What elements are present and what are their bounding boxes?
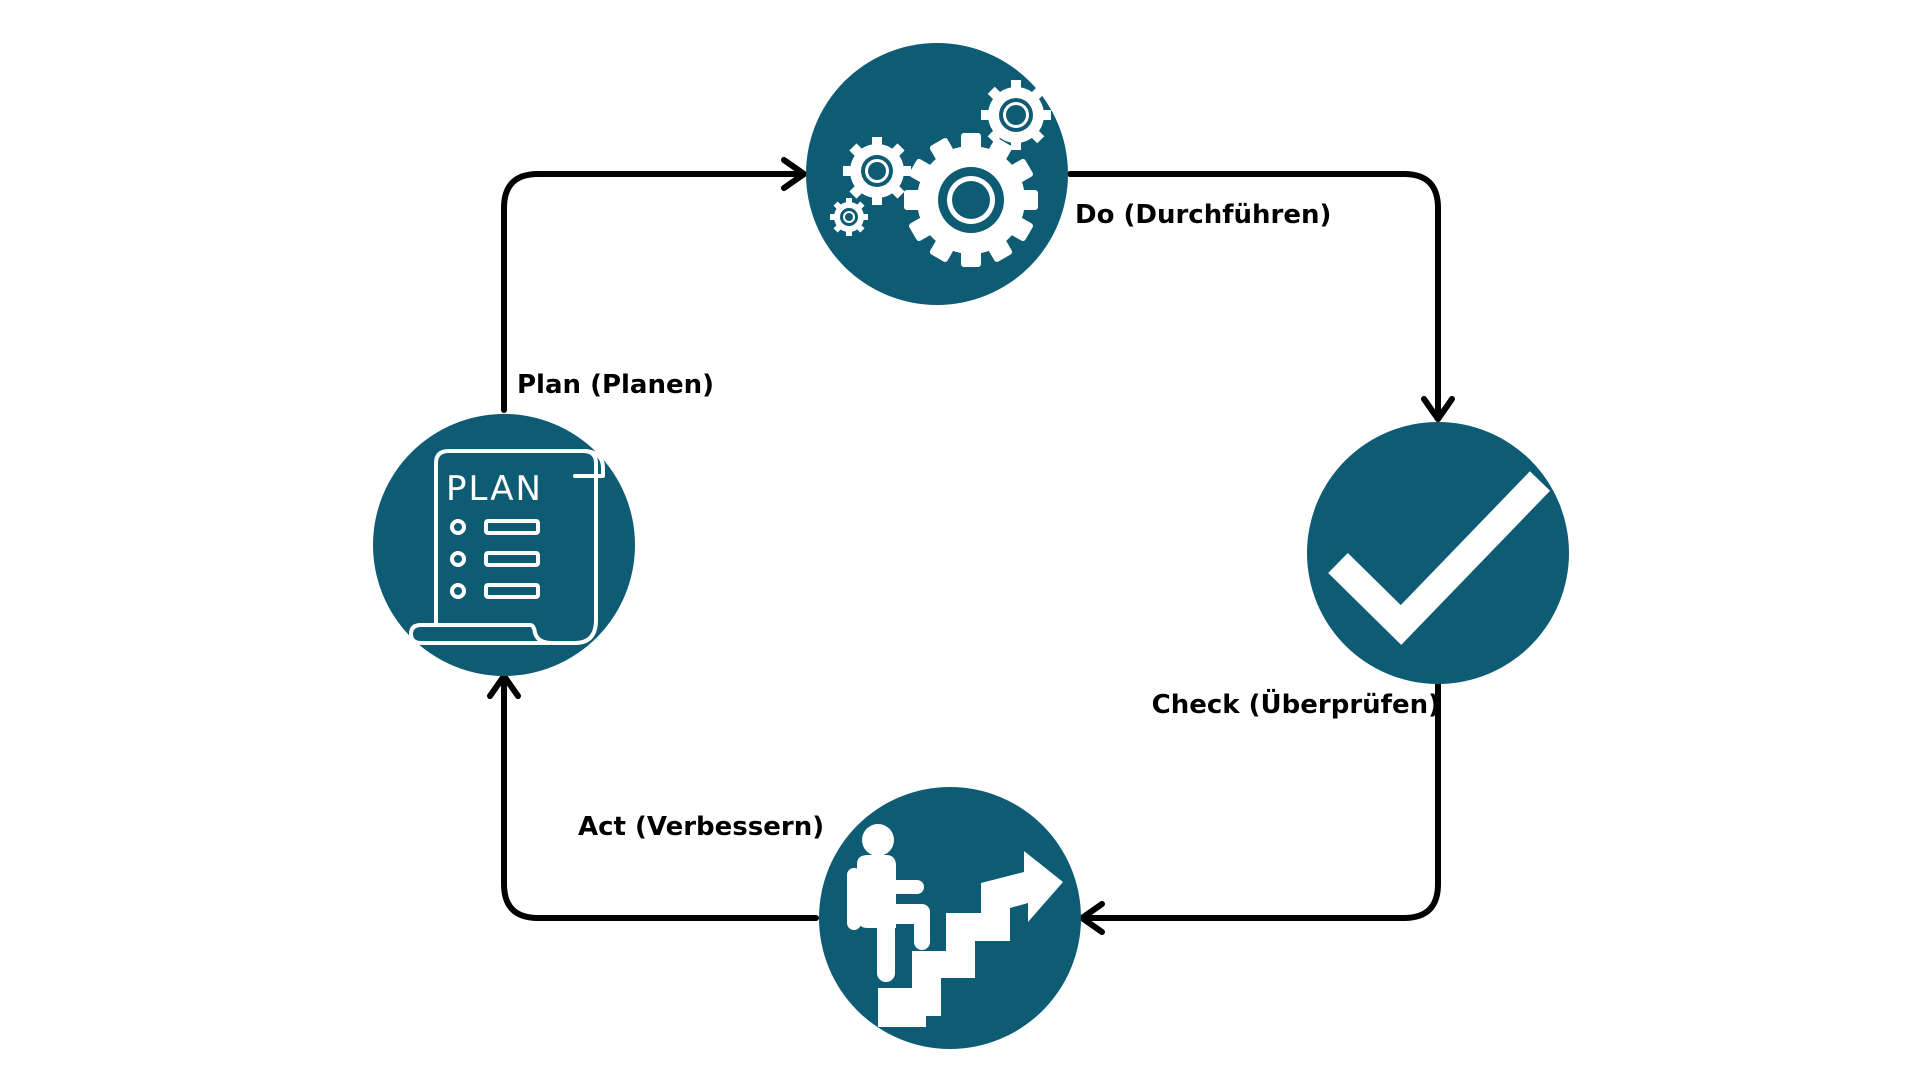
cycle-arrows [487, 157, 1455, 935]
stairs-arrow-icon [878, 851, 1063, 1027]
arrow-check-to-act [1083, 677, 1441, 921]
arrow-act-to-plan [501, 677, 819, 921]
check-circle [1307, 422, 1569, 684]
person-arm [878, 880, 924, 894]
plan-bullet-2 [450, 551, 466, 567]
plan-circle [373, 414, 635, 676]
arrow-do-to-check-head [1421, 396, 1455, 422]
large-gear-icon [904, 133, 1038, 267]
scroll-top-roll [573, 449, 605, 478]
plan-bullet-3 [450, 583, 466, 599]
plan-line-3 [484, 583, 540, 599]
person-climbing-stairs-icon [847, 824, 1063, 1027]
do-label: Do (Durchführen) [1075, 200, 1331, 230]
gears-icon [830, 80, 1051, 267]
tiny-gear-icon [830, 198, 868, 236]
arrow-plan-to-do [501, 171, 803, 413]
act-label: Act (Verbessern) [578, 812, 824, 842]
small-gear-top-right-icon [981, 80, 1051, 150]
plan-line-2 [484, 551, 540, 567]
plan-icon-text: PLAN [446, 469, 543, 509]
scroll-bottom-roll [409, 618, 598, 645]
arrow-do-to-check [1067, 171, 1441, 418]
check-label: Check (Überprüfen) [1152, 687, 1440, 720]
checkmark-icon [1328, 471, 1551, 645]
plan-label: Plan (Planen) [517, 370, 714, 400]
person-head [862, 824, 894, 856]
person-back-leg [877, 920, 895, 982]
plan-scroll-icon: PLAN [409, 449, 605, 645]
arrow-check-to-act-head [1079, 901, 1105, 935]
plan-bullet-1 [450, 519, 466, 535]
person-shin-front [914, 904, 930, 950]
plan-line-1 [484, 519, 540, 535]
person-back-arm [847, 868, 861, 930]
arrow-plan-to-do-head [781, 157, 807, 191]
small-gear-left-icon [843, 137, 911, 205]
